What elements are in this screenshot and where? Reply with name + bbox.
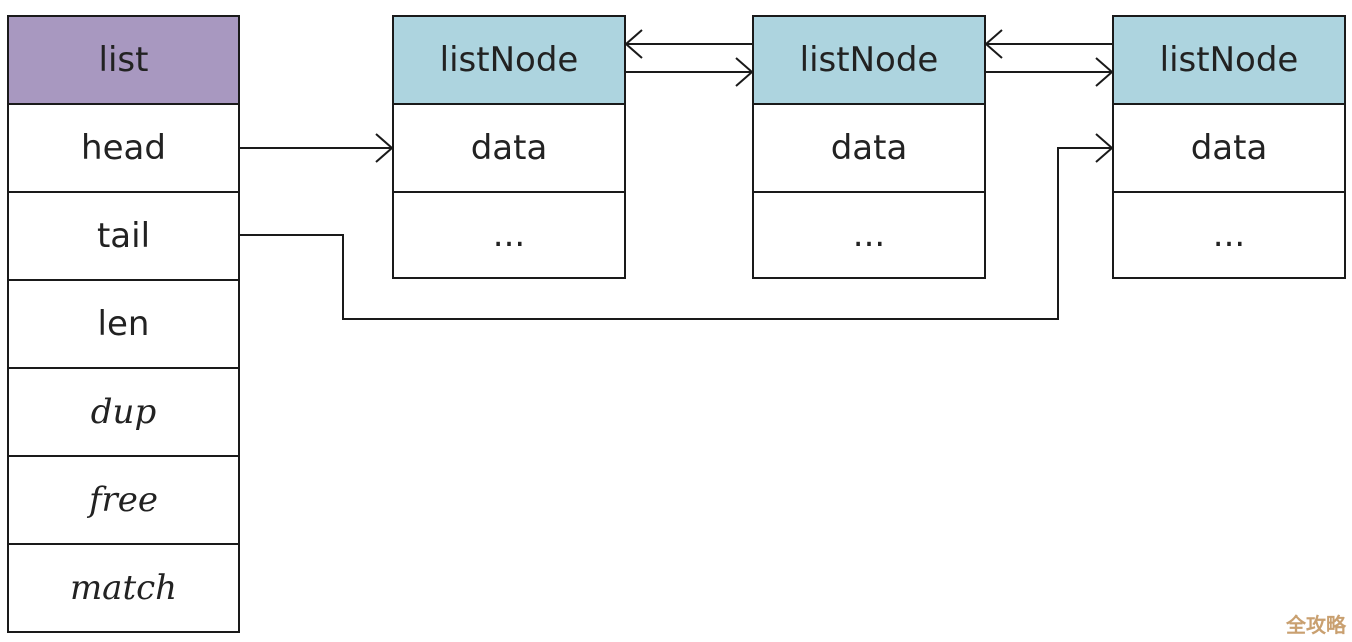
list-field-len: len <box>7 279 240 369</box>
node-2-data: data <box>752 103 986 193</box>
list-field-tail: tail <box>7 191 240 281</box>
tail-arrow <box>240 147 1112 320</box>
list-field-free: free <box>7 455 240 545</box>
node-1-header: listNode <box>392 15 626 105</box>
node-3-ellipsis: ... <box>1112 191 1346 279</box>
list-field-match: match <box>7 543 240 633</box>
node-1-ellipsis: ... <box>392 191 626 279</box>
prev-arrowhead-2-1 <box>624 29 643 59</box>
node-3-data: data <box>1112 103 1346 193</box>
next-arrowhead-1-2 <box>735 57 754 87</box>
tail-arrowhead <box>1095 133 1114 163</box>
node-3-header: listNode <box>1112 15 1346 105</box>
list-field-dup: dup <box>7 367 240 457</box>
list-header: list <box>7 15 240 105</box>
node-1-data: data <box>392 103 626 193</box>
head-arrowhead <box>375 133 394 163</box>
watermark: 全攻略 <box>1286 613 1346 637</box>
node-2-ellipsis: ... <box>752 191 986 279</box>
next-arrowhead-2-3 <box>1095 57 1114 87</box>
prev-arrowhead-3-2 <box>984 29 1003 59</box>
